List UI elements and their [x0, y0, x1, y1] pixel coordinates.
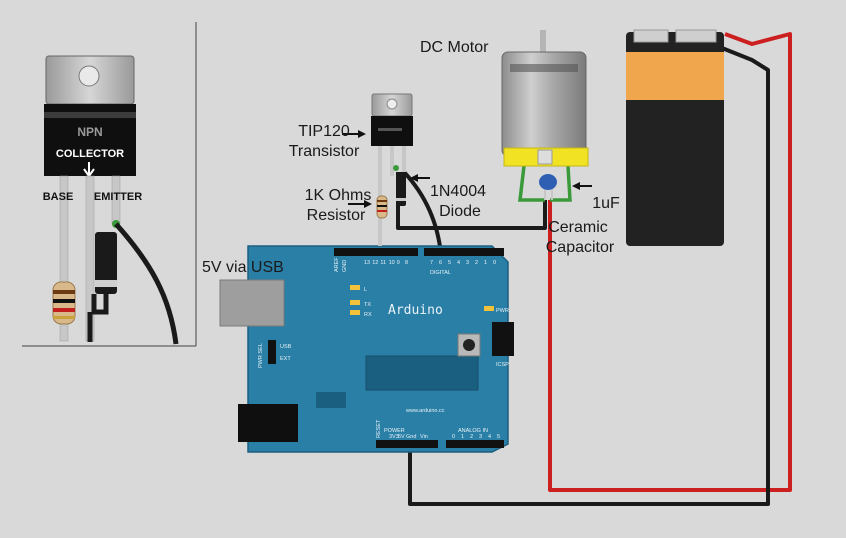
analog-pin-label: 2: [470, 434, 473, 440]
board-3v3-label: 3V3: [389, 434, 399, 440]
label-tip120: TIP120: [298, 123, 350, 140]
usb-jack: [219, 279, 285, 327]
digital-pin-label: 13: [364, 260, 370, 266]
led-l: [350, 285, 360, 290]
digital-pin-label: 3: [466, 260, 469, 266]
digital-pin-label: 11: [380, 260, 386, 266]
tip120-collector-leg: [390, 146, 394, 176]
label-resistor: Resistor: [307, 207, 366, 224]
power-jack: [238, 404, 298, 442]
icsp-header: [492, 322, 514, 356]
board-5v-label: 5V: [398, 434, 405, 440]
digital-pin-label: 1: [484, 260, 487, 266]
inset-npn-label: NPN: [77, 125, 102, 139]
digital-pin-label: 2: [475, 260, 478, 266]
digital-pin-label: 7: [430, 260, 433, 266]
analog-pin-label: 3: [479, 434, 482, 440]
digital-pin-label: 12: [372, 260, 378, 266]
board-gnd2-label: Gnd: [406, 434, 416, 440]
resistor-1k: [376, 195, 388, 219]
board-url: www.arduino.cc: [405, 408, 445, 414]
atmega-chip: [365, 355, 479, 391]
inset-diode-link: [91, 294, 109, 315]
reset-button-cap: [463, 339, 475, 351]
board-led-tx-label: TX: [364, 302, 371, 308]
board-icsp-label: ICSP: [496, 362, 509, 368]
digital-pin-label: 9: [397, 260, 400, 266]
inset-emitter-wire: [114, 222, 179, 345]
board-name: Arduino: [388, 303, 443, 318]
label-transistor: Transistor: [289, 143, 360, 160]
arduino-pcb: [247, 245, 509, 453]
board-vin-label: Vin: [420, 434, 428, 440]
label-capacitor: Capacitor: [546, 239, 615, 256]
digital-pin-label: 8: [405, 260, 408, 266]
digital-pin-label: 10: [389, 260, 395, 266]
battery-terminal-right: [675, 29, 717, 43]
board-pwr-sel-label: PWR SEL: [258, 343, 264, 368]
board-analog-label: ANALOG IN: [458, 428, 488, 434]
label-arrows: [342, 130, 592, 208]
wire-battery-negative: [408, 46, 770, 506]
board-led-l-label: L: [364, 287, 367, 293]
digital-pin-label: 0: [493, 260, 496, 266]
led-pwr: [484, 306, 494, 311]
board-power-label: POWER: [384, 428, 405, 434]
inset-transistor: NPN COLLECTOR: [44, 55, 136, 178]
battery-9v: [626, 29, 724, 246]
battery-terminal-left: [633, 29, 669, 43]
analog-pin-label: 5: [497, 434, 500, 440]
inset-leg-base: [59, 175, 69, 342]
ceramic-capacitor: [539, 174, 557, 200]
digital-pin-label: 4: [457, 260, 460, 266]
small-chip: [316, 392, 346, 408]
led-tx: [350, 300, 360, 305]
diode-1n4004: [396, 172, 406, 206]
board-digital-label: DIGITAL: [430, 270, 451, 276]
board-usb-label: USB: [280, 344, 292, 350]
motor-lead-right: [550, 165, 572, 202]
label-dc-motor: DC Motor: [420, 39, 489, 56]
tip120-emitter-leg: [402, 146, 406, 172]
inset-diode: [95, 232, 117, 294]
board-aref-label: AREF: [334, 257, 340, 272]
pinout-inset: NPN COLLECTOR BASE EMITTER: [22, 22, 197, 347]
tip120-transistor: [371, 93, 413, 246]
pwr-sel-jumper: [268, 340, 276, 364]
board-reset-label: RESET: [376, 419, 382, 438]
header-analog: [446, 440, 504, 448]
label-1k-ohms: 1K Ohms: [305, 187, 372, 204]
board-pwr-label: PWR: [496, 308, 509, 314]
digital-pin-label: 5: [448, 260, 451, 266]
label-diode: Diode: [439, 203, 481, 220]
wire-battery-positive: [548, 32, 792, 492]
label-1n4004: 1N4004: [430, 183, 486, 200]
inset-emitter-label: EMITTER: [94, 191, 142, 203]
label-usb: 5V via USB: [202, 259, 284, 276]
header-top-right: [424, 248, 504, 256]
board-ext-label: EXT: [280, 356, 291, 362]
board-led-rx-label: RX: [364, 312, 372, 318]
analog-pin-label: 1: [461, 434, 464, 440]
arduino-board: Arduino www.arduino.cc DIGITAL POWER ANA…: [219, 245, 514, 453]
motor-lead-left: [518, 165, 545, 202]
board-gnd-label: GND: [342, 260, 348, 272]
dc-motor: [501, 30, 589, 167]
inset-collector-label: COLLECTOR: [56, 148, 124, 160]
header-top-left: [334, 248, 418, 256]
label-ceramic: Ceramic: [548, 219, 608, 236]
inset-base-label: BASE: [43, 191, 74, 203]
analog-pin-label: 0: [452, 434, 455, 440]
label-1uf: 1uF: [592, 195, 620, 212]
analog-pin-label: 4: [488, 434, 491, 440]
inset-resistor: [52, 281, 76, 325]
led-rx: [350, 310, 360, 315]
header-power: [376, 440, 438, 448]
digital-pin-label: 6: [439, 260, 442, 266]
